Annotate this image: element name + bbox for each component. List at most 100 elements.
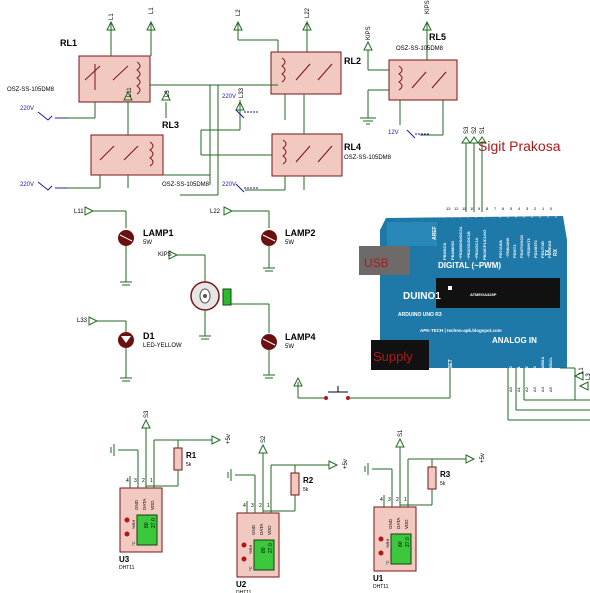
arduino-a-pin: A5	[548, 386, 553, 392]
arduino-digital-number: 3	[526, 206, 529, 211]
terminal-l3-rl3: L3	[165, 90, 171, 97]
terminal-l2: L2	[236, 9, 242, 16]
terminal-kips-rl5: KIPS	[366, 26, 372, 40]
terminal-s2-arduino: S2	[472, 126, 478, 134]
dht-pin-number: 3	[134, 478, 137, 484]
led-d1[interactable]: L33 D1 LED-YELLOW	[77, 316, 182, 382]
relay-rl5-ref: RL5	[429, 32, 446, 42]
relay-rl2[interactable]: RL2	[270, 51, 361, 95]
terminal-kips-top: KIPS	[425, 0, 431, 14]
usb-box[interactable]: USB	[359, 246, 410, 275]
arduino-digital-wires: S3 S2 S1	[461, 126, 487, 212]
lamp4[interactable]: LAMP4 5W	[261, 332, 316, 379]
dht-pin-number: 3	[251, 503, 254, 509]
arduino-digital-number: 6	[502, 206, 505, 211]
lamp1-value: 5W	[143, 240, 152, 246]
relay-rl5[interactable]: RL5 OSZ-SS-105DM8	[388, 32, 458, 101]
dht-resistor-value: 5k	[186, 462, 192, 468]
arduino-pd-pin: PD2/INT0	[533, 240, 538, 258]
relay-rl3-ref: RL3	[162, 120, 179, 130]
terminal-l3-analog: L3	[586, 373, 590, 380]
dht-pin-number: 4	[126, 478, 129, 484]
arduino-pc-pin: PC4/ADC4/SDA	[540, 357, 545, 386]
arduino-a-pin: A2	[524, 386, 529, 392]
dht-pin-data: DATA	[142, 499, 147, 510]
arduino-digital-number: 8	[486, 206, 489, 211]
lamp1[interactable]: L11 LAMP1 5W	[74, 206, 174, 286]
dht-ref: U3	[119, 555, 130, 564]
dht-pin-number: 2	[259, 503, 262, 509]
arduino-pd-pin: ~PD3/INT1	[526, 237, 531, 258]
arduino-pd-pin: PD7/AIN1	[498, 239, 503, 258]
lamp2-value: 5W	[285, 240, 294, 246]
usb-label: USB	[364, 256, 389, 270]
relay-rl1-part: OSZ-SS-105DM8	[7, 87, 55, 93]
arduino-a-pin: A1	[516, 386, 521, 392]
arduino-pb-pin: PB4/MISO	[450, 241, 455, 260]
relay-rl3-part: OSZ-SS-105DM8	[162, 182, 210, 188]
relay-wiring	[55, 22, 444, 196]
dht-reading-h: 80	[261, 547, 267, 553]
relay-rl3[interactable]: RL3 OSZ-SS-105DM8	[90, 120, 210, 188]
lamp2[interactable]: L22 LAMP2 5W	[210, 206, 316, 272]
lamp2-ref: LAMP2	[285, 228, 316, 238]
dht-pin-gnd: GND	[251, 524, 256, 535]
arduino-tx: TX	[545, 249, 551, 256]
lamp4-value: 5W	[285, 344, 294, 350]
motor[interactable]: KIPS	[158, 250, 270, 340]
arduino-a-pin: A0	[508, 386, 513, 392]
arduino-rx: RX	[553, 248, 559, 256]
supply-box[interactable]: Supply	[371, 340, 429, 370]
arduino-pc-pin: PC0/ADC0	[508, 365, 513, 386]
arduino-board[interactable]: ATMEGA328P DIGITAL (~PWM) DUINO1 ARDUINO…	[380, 206, 567, 392]
dht-pin-gnd: GND	[388, 518, 393, 529]
arduino-pb-pin: PB0/ICP1/CLKO	[482, 230, 487, 260]
dht-reading-t: 27.0	[268, 543, 274, 553]
author-label: Sigit Prakosa	[478, 138, 561, 154]
dht-pin-number: 1	[150, 478, 153, 484]
dht-pin-number: 1	[267, 503, 270, 509]
dht-ref: U1	[373, 574, 384, 583]
arduino-pd-pin: PD0/RXD	[547, 241, 552, 258]
arduino-digital-number: 2	[534, 206, 537, 211]
dht-signal-terminal: S2	[261, 435, 267, 443]
led-ref: D1	[143, 331, 155, 341]
relay-rl1[interactable]: RL1 OSZ-SS-105DM8	[7, 38, 151, 103]
arduino-pc-pin: PC1/ADC1	[516, 365, 521, 386]
dht-reading-t: 27.0	[151, 518, 157, 528]
arduino-pc-pin: PC2/ADC2	[524, 365, 529, 386]
dht-resistor-ref: R3	[440, 470, 451, 479]
dht-part: DHT11	[119, 565, 135, 571]
relay-rl4[interactable]: RL4 OSZ-SS-105DM8	[271, 133, 392, 177]
dht-pin-number: 1	[404, 497, 407, 503]
dht-unit-t: °C	[248, 566, 253, 571]
dht-reading-h: 80	[144, 522, 150, 528]
terminal-l33-rl2: L33	[239, 87, 245, 98]
dht-vcc-terminal: +5v	[226, 434, 232, 444]
dht-resistor-ref: R2	[303, 476, 314, 485]
dht-unit-h: %RH	[385, 539, 390, 548]
supply-rl5: 12V	[388, 130, 399, 136]
arduino-aref: AREF	[432, 226, 438, 240]
dht-unit-t: °C	[131, 541, 136, 546]
terminal-l1-a: L1	[109, 13, 115, 20]
arduino-reset: RESET	[448, 359, 454, 376]
relay-rl4-part: OSZ-SS-105DM8	[344, 155, 392, 161]
reset-button[interactable]	[293, 368, 451, 400]
dht-part: DHT11	[236, 590, 252, 593]
terminal-l11-rl1: L11	[127, 87, 133, 97]
arduino-digital-number: 12	[454, 206, 459, 211]
arduino-pd-pin: ~PD6/AIN0	[505, 237, 510, 258]
arduino-analog-wires: L1 L3	[507, 367, 590, 421]
arduino-digital-number: 0	[550, 206, 553, 211]
arduino-digital-number: 7	[494, 206, 497, 211]
dht-pin-number: 3	[388, 497, 391, 503]
